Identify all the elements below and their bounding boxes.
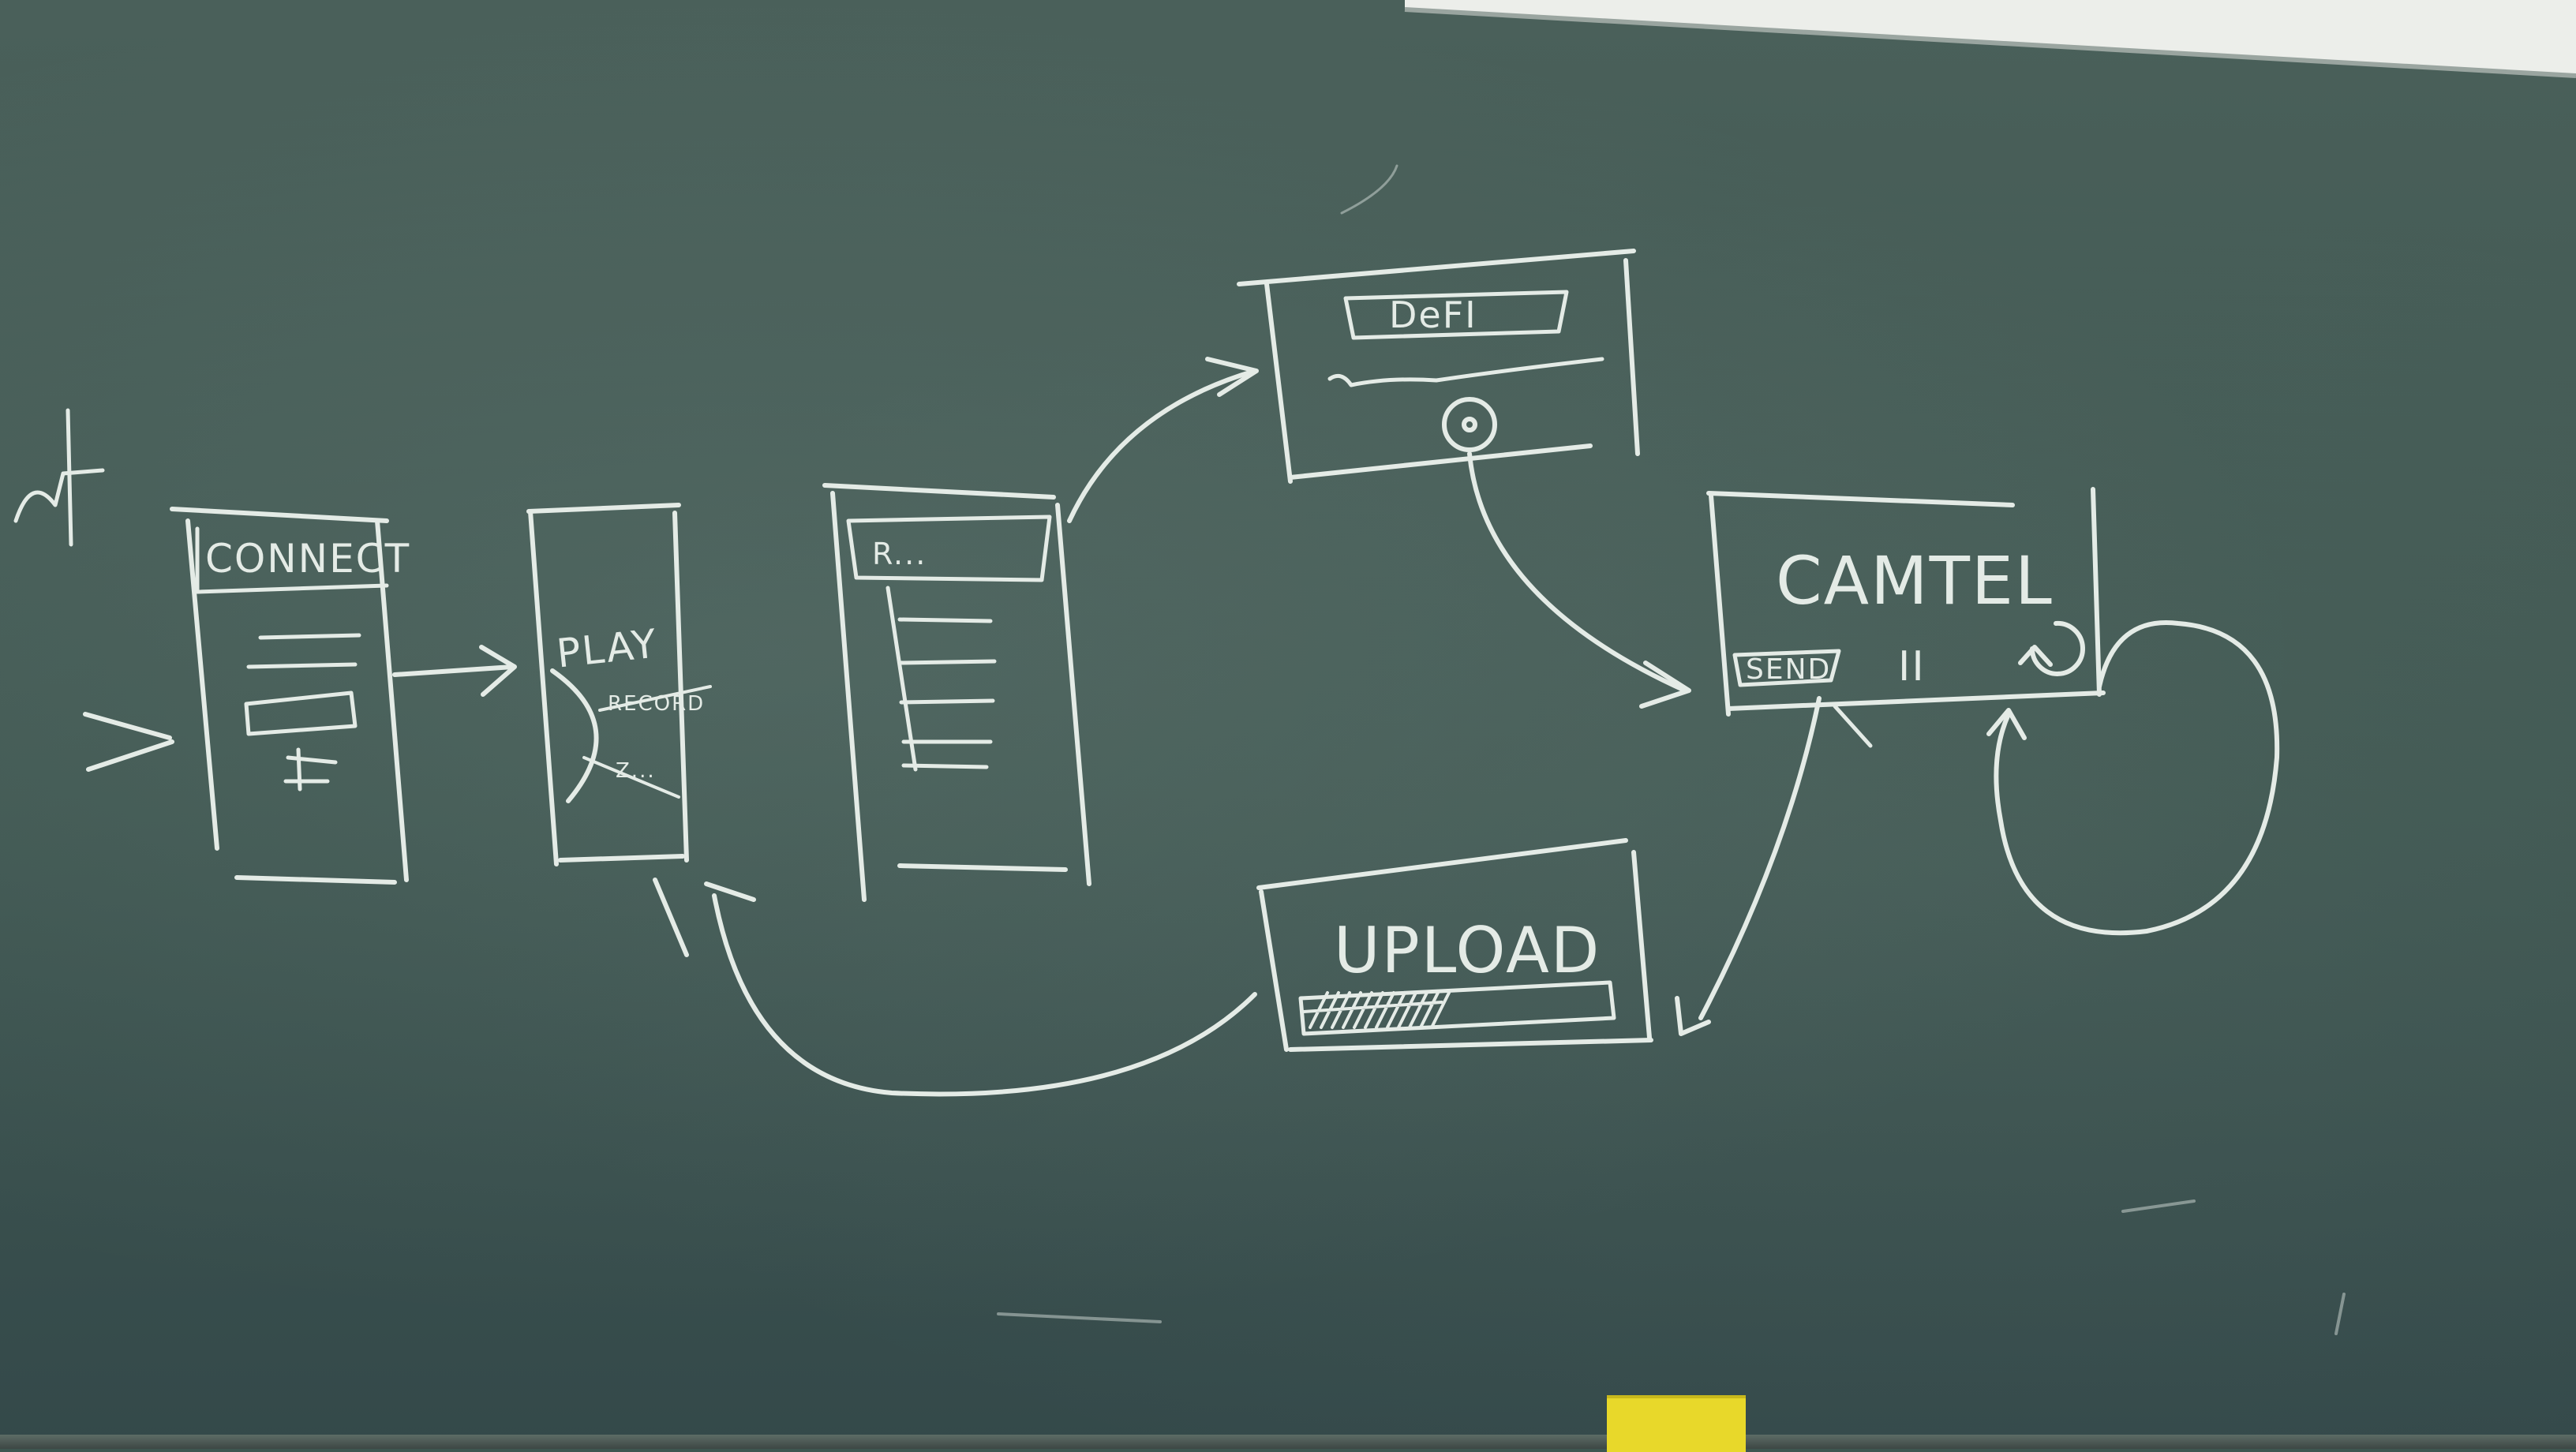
arrow-list-to-detail bbox=[1067, 357, 1259, 523]
connect-title: CONNECT bbox=[205, 536, 410, 582]
screen-upload: UPLOAD bbox=[1256, 838, 1653, 1052]
screen-connect: CONNECT bbox=[83, 507, 410, 885]
play-option-record: RECORD bbox=[608, 692, 705, 716]
upload-title: UPLOAD bbox=[1334, 914, 1601, 987]
margin-marks bbox=[13, 408, 105, 547]
screen-camtel: CAMTEL SEND II bbox=[1706, 487, 2106, 717]
camtel-pause-label: II bbox=[1898, 643, 1926, 690]
screen-detail: DeFI bbox=[1237, 249, 1640, 484]
eraser[interactable] bbox=[1607, 1395, 1746, 1452]
arrow-detail-to-camtel bbox=[1467, 451, 1691, 709]
chalk-tray bbox=[0, 1435, 2576, 1449]
camtel-send-label: SEND bbox=[1746, 653, 1831, 686]
arrow-upload-to-play bbox=[653, 878, 1257, 1097]
arrow-connect-to-play bbox=[392, 645, 517, 697]
screen-play: PLAY RECORD Z... bbox=[526, 503, 712, 866]
detail-title: DeFI bbox=[1389, 294, 1477, 336]
erased-marks bbox=[997, 164, 2346, 1335]
screen-list: R... bbox=[822, 483, 1091, 902]
upload-progress-fill bbox=[1302, 991, 1451, 1029]
arrow-camtel-to-upload bbox=[1675, 696, 1873, 1036]
upload-progress-track bbox=[1298, 980, 1616, 1036]
arrow-camtel-loop bbox=[1986, 620, 2280, 936]
play-option-zoom: Z... bbox=[616, 759, 656, 783]
list-title: R... bbox=[872, 537, 927, 571]
play-title: PLAY bbox=[555, 621, 660, 677]
camtel-title: CAMTEL bbox=[1776, 542, 2054, 619]
